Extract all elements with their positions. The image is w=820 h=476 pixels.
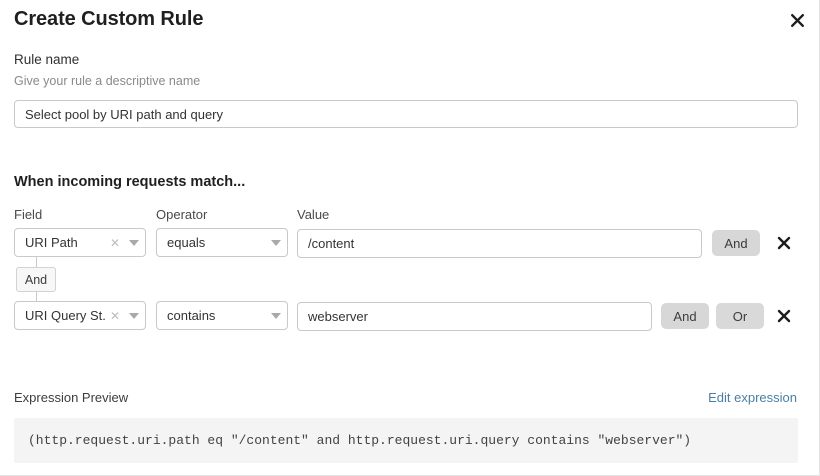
edit-expression-link[interactable]: Edit expression bbox=[708, 390, 797, 405]
connector-line-bottom bbox=[36, 292, 37, 301]
field-select-value-row-2: URI Query St... bbox=[25, 308, 107, 323]
connector-line-top bbox=[36, 257, 37, 267]
chevron-down-icon[interactable] bbox=[265, 239, 287, 246]
expression-preview-box: (http.request.uri.path eq "/content" and… bbox=[14, 418, 798, 463]
value-input-row-1[interactable] bbox=[297, 229, 702, 258]
remove-row-2-button[interactable] bbox=[775, 307, 793, 325]
chevron-down-icon[interactable] bbox=[123, 239, 145, 246]
clear-icon[interactable]: ✕ bbox=[109, 235, 121, 250]
column-header-value: Value bbox=[297, 207, 330, 222]
field-select-row-1[interactable]: URI Path ✕ bbox=[14, 228, 146, 257]
clear-icon[interactable]: ✕ bbox=[109, 308, 121, 323]
column-header-field: Field bbox=[14, 207, 43, 222]
remove-row-1-button[interactable] bbox=[775, 234, 793, 252]
expression-preview-code: (http.request.uri.path eq "/content" and… bbox=[28, 433, 692, 448]
operator-select-value-row-2: contains bbox=[167, 308, 216, 323]
field-select-value-row-1: URI Path bbox=[25, 235, 78, 250]
and-button-row-2[interactable]: And bbox=[661, 303, 709, 329]
operator-select-row-2[interactable]: contains bbox=[156, 301, 288, 330]
column-header-operator: Operator bbox=[156, 207, 208, 222]
rule-name-label: Rule name bbox=[14, 52, 80, 67]
operator-select-row-1[interactable]: equals bbox=[156, 228, 288, 257]
expression-preview-label: Expression Preview bbox=[14, 390, 129, 405]
field-select-row-2[interactable]: URI Query St... ✕ bbox=[14, 301, 146, 330]
rule-name-input[interactable] bbox=[14, 100, 798, 128]
chevron-down-icon[interactable] bbox=[265, 312, 287, 319]
dialog-title: Create Custom Rule bbox=[14, 8, 204, 30]
match-section-heading: When incoming requests match... bbox=[14, 174, 246, 190]
group-connector-and[interactable]: And bbox=[16, 267, 56, 292]
and-button-row-1[interactable]: And bbox=[712, 230, 760, 256]
rule-name-helper-text: Give your rule a descriptive name bbox=[14, 74, 201, 88]
chevron-down-icon[interactable] bbox=[123, 312, 145, 319]
or-button-row-2[interactable]: Or bbox=[716, 303, 764, 329]
operator-select-value-row-1: equals bbox=[167, 235, 206, 250]
close-icon[interactable] bbox=[785, 8, 809, 32]
value-input-row-2[interactable] bbox=[297, 302, 652, 331]
